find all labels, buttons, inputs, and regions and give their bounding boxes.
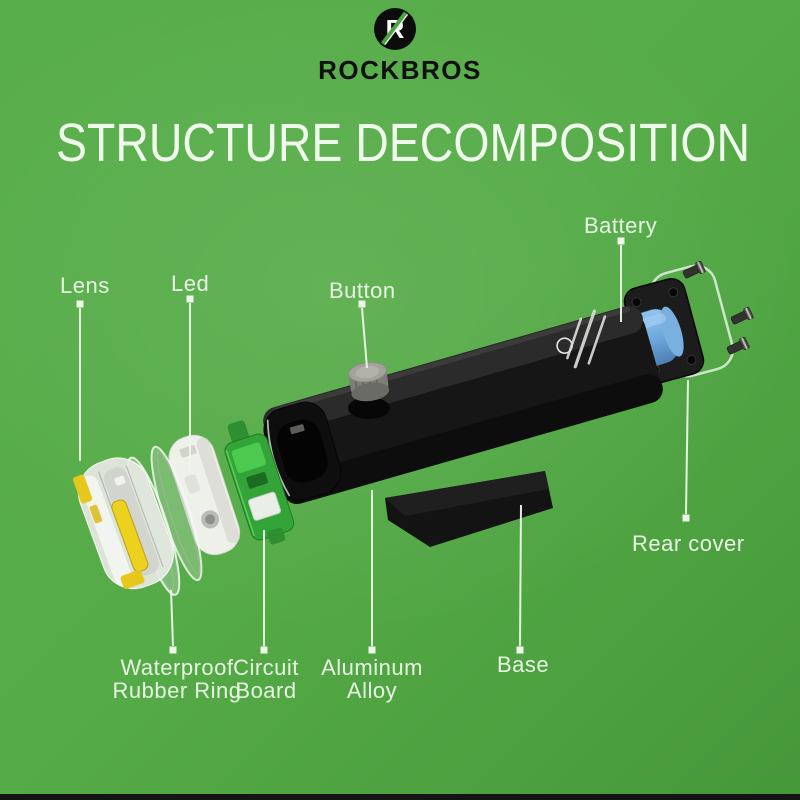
rockbros-logo-icon: R [374, 8, 416, 50]
lens-leader [76, 300, 84, 461]
led-leader [186, 295, 194, 470]
base-label: Base [497, 652, 550, 677]
aluminum-leader [368, 490, 376, 654]
rear-cover-label: Rear cover [632, 531, 745, 556]
circuit-line1: Circuit [233, 655, 299, 680]
button-label: Button [329, 278, 396, 303]
base-leader [516, 504, 524, 654]
brand-wordmark: ROCKBROS [318, 55, 482, 85]
base-part [385, 471, 553, 547]
led-label: Led [171, 271, 210, 296]
screw-icon [682, 260, 706, 279]
circuit-board-part [224, 420, 295, 545]
leader-lines [76, 237, 690, 654]
waterproof-line1: Waterproof [120, 655, 234, 680]
lens-label: Lens [60, 273, 110, 298]
circuit-board-leader [260, 530, 268, 654]
screw-icon [730, 306, 754, 325]
waterproof-line2: Rubber Ring [112, 678, 242, 703]
page-title: STRUCTURE DECOMPOSITION [56, 113, 751, 173]
battery-label: Battery [584, 213, 658, 238]
aluminum-body-part [263, 305, 663, 505]
button-part [348, 361, 390, 419]
body-print [556, 309, 607, 369]
aluminum-line2: Alloy [346, 678, 398, 703]
aluminum-alloy-label: Aluminum Alloy [320, 656, 424, 702]
bottom-strip [0, 794, 800, 800]
circuit-line2: Board [235, 678, 297, 703]
circuit-board-label: Circuit Board [228, 656, 304, 702]
button-leader [358, 300, 368, 369]
screw-icon [726, 336, 750, 355]
rear-cover-leader [682, 379, 690, 522]
lens-part [72, 457, 174, 590]
waterproof-rubber-ring-label: Waterproof Rubber Ring [98, 656, 256, 702]
led-part [168, 434, 241, 556]
waterproof-leader [169, 589, 177, 654]
battery-leader [617, 237, 625, 322]
aluminum-line1: Aluminum [321, 655, 423, 680]
